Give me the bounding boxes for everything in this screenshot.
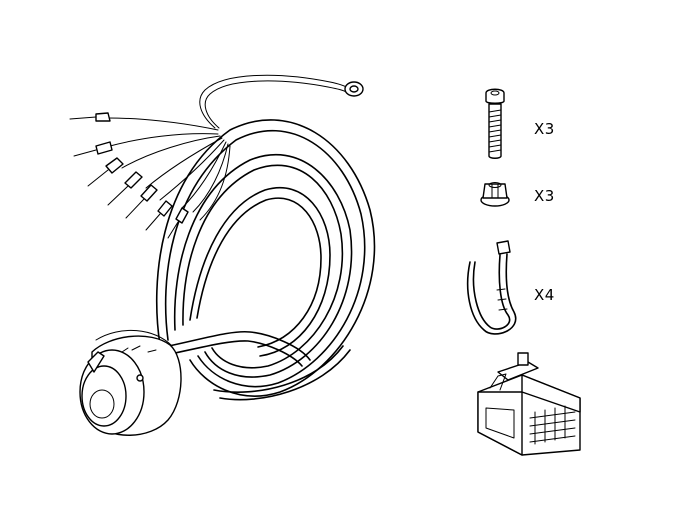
ground-wire — [199, 74, 364, 129]
multi-pin-connector-icon — [477, 352, 581, 456]
cable-coil — [149, 119, 376, 401]
nut-quantity-label: X3 — [534, 187, 555, 205]
wire-fan — [107, 117, 231, 221]
cable-tie-icon — [466, 240, 517, 335]
bolt-icon — [485, 88, 505, 159]
bolt-quantity-label: X3 — [534, 120, 555, 138]
cable-tie-quantity-label: X4 — [534, 286, 555, 304]
trailer-socket-icon — [79, 329, 182, 436]
wire-terminals — [69, 112, 189, 239]
wiring-harness-icon — [69, 74, 376, 401]
flange-nut-icon — [480, 182, 510, 207]
